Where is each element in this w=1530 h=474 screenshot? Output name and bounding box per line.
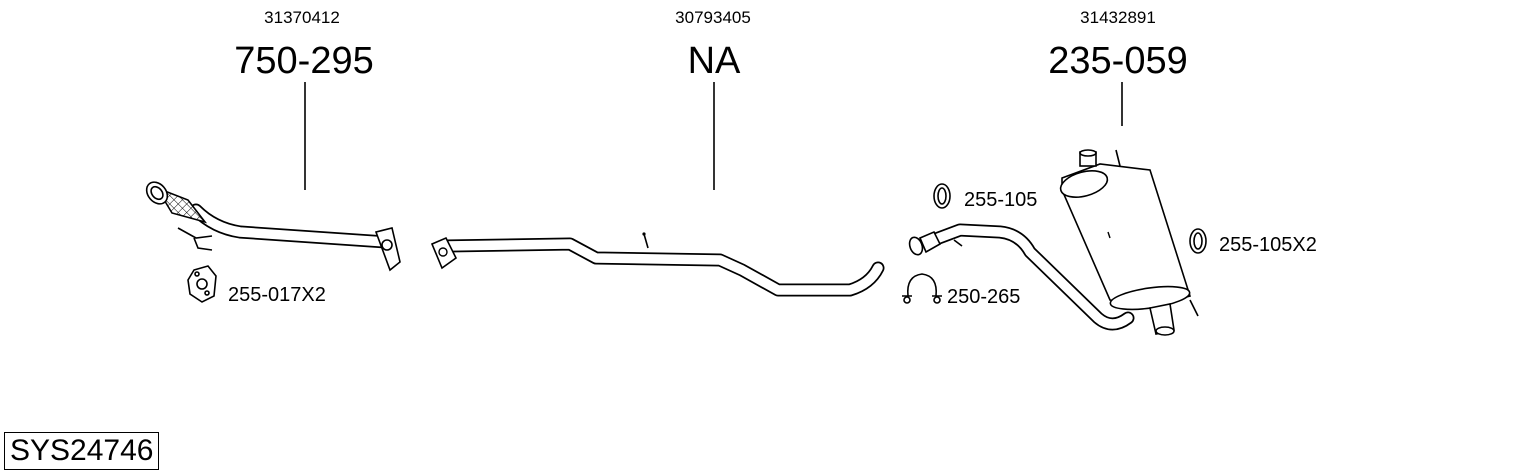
middle-pipe [430,232,885,297]
oem-number-front-pipe: 31370412 [264,8,340,27]
accessory-label-ring: 255-105 [964,189,1038,211]
accessory-label-ring-x2: 255-105X2 [1219,234,1317,256]
system-code-box: SYS24746 [4,432,160,470]
part-number-front-pipe: 750-295 [234,40,374,82]
oem-number-middle-pipe: 30793405 [675,8,751,27]
rear-muffler [908,149,1199,336]
ring-x2-icon [1189,228,1207,254]
gasket-icon [187,265,217,303]
part-number-rear-muffler: 235-059 [1048,40,1188,82]
front-pipe [145,181,401,272]
accessory-label-clamp: 250-265 [947,286,1021,308]
part-number-middle-pipe: NA [687,40,741,82]
accessory-label-gasket: 255-017X2 [228,284,326,306]
ring-icon [933,183,951,209]
clamp-icon [902,273,942,304]
oem-number-rear-muffler: 31432891 [1080,8,1156,27]
